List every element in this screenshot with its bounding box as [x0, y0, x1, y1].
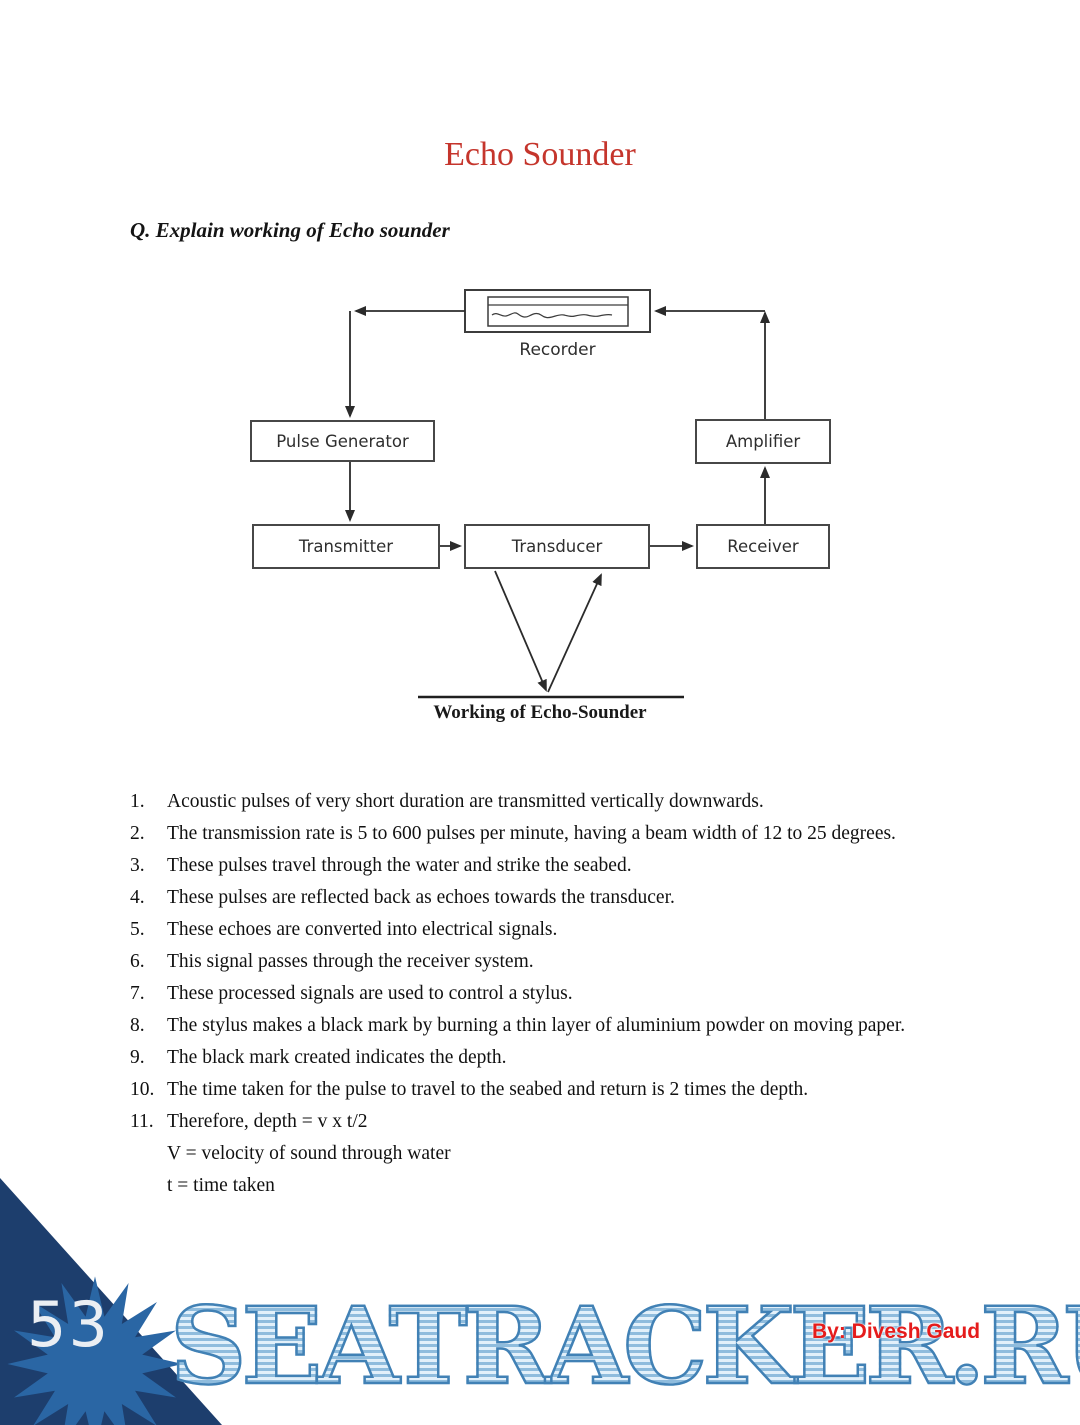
- list-item: These echoes are converted into electric…: [130, 914, 962, 946]
- diagram-label-recorder: Recorder: [519, 340, 596, 360]
- diagram-arrows: [345, 289, 770, 699]
- diagram-box-amplifier: Amplifier: [695, 419, 831, 464]
- list-item: Therefore, depth = v x t/2 V = velocity …: [130, 1106, 962, 1202]
- diagram-box-transmitter: Transmitter: [252, 524, 440, 569]
- list-item-text: The black mark created indicates the dep…: [167, 1047, 507, 1068]
- page-title: Echo Sounder: [444, 136, 636, 173]
- recorder-box-graphic: [464, 289, 651, 333]
- arrow-pulse-to-seabed: [494, 570, 547, 692]
- list-item: These processed signals are used to cont…: [130, 978, 962, 1010]
- echo-sounder-diagram: Recorder Pulse Generator Amplifier Trans…: [150, 278, 930, 743]
- diagram-box-pulse-generator: Pulse Generator: [250, 420, 435, 462]
- list-item-text: This signal passes through the receiver …: [167, 951, 534, 972]
- arrow-echo-to-transducer: [547, 573, 602, 693]
- list-item-text: Therefore, depth = v x t/2: [167, 1111, 368, 1132]
- list-item: The stylus makes a black mark by burning…: [130, 1010, 962, 1042]
- diagram-box-transducer: Transducer: [464, 524, 650, 569]
- list-item: These pulses are reflected back as echoe…: [130, 882, 962, 914]
- starburst-icon: [7, 1276, 183, 1425]
- watermark-text: SEATRACKER.RU: [169, 1291, 1080, 1399]
- list-item: The black mark created indicates the dep…: [130, 1042, 962, 1074]
- list-item: This signal passes through the receiver …: [130, 946, 962, 978]
- list-item: Acoustic pulses of very short duration a…: [130, 786, 962, 818]
- list-item-text: These echoes are converted into electric…: [167, 919, 558, 940]
- diagram-caption: Working of Echo-Sounder: [433, 702, 647, 723]
- list-item: The transmission rate is 5 to 600 pulses…: [130, 818, 962, 850]
- list-item-text: Acoustic pulses of very short duration a…: [167, 791, 764, 812]
- list-item-text: These processed signals are used to cont…: [167, 983, 573, 1004]
- page-number: 53: [27, 1288, 110, 1361]
- list-item: The time taken for the pulse to travel t…: [130, 1074, 962, 1106]
- list-item-text: The transmission rate is 5 to 600 pulses…: [167, 823, 896, 844]
- list-item-text: These pulses travel through the water an…: [167, 855, 632, 876]
- diagram-box-receiver: Receiver: [696, 524, 830, 569]
- recorder-trace-line: [491, 312, 613, 319]
- definition-line: t = time taken: [167, 1175, 275, 1196]
- list-item-text: The time taken for the pulse to travel t…: [167, 1079, 809, 1100]
- working-steps-list: Acoustic pulses of very short duration a…: [130, 786, 962, 1202]
- list-item: These pulses travel through the water an…: [130, 850, 962, 882]
- list-item-text: The stylus makes a black mark by burning…: [167, 1015, 906, 1036]
- definition-line: V = velocity of sound through water: [167, 1143, 451, 1164]
- list-item-text: These pulses are reflected back as echoe…: [167, 887, 675, 908]
- question-heading: Q. Explain working of Echo sounder: [130, 218, 450, 242]
- author-credit: By: Divesh Gaud: [812, 1320, 981, 1343]
